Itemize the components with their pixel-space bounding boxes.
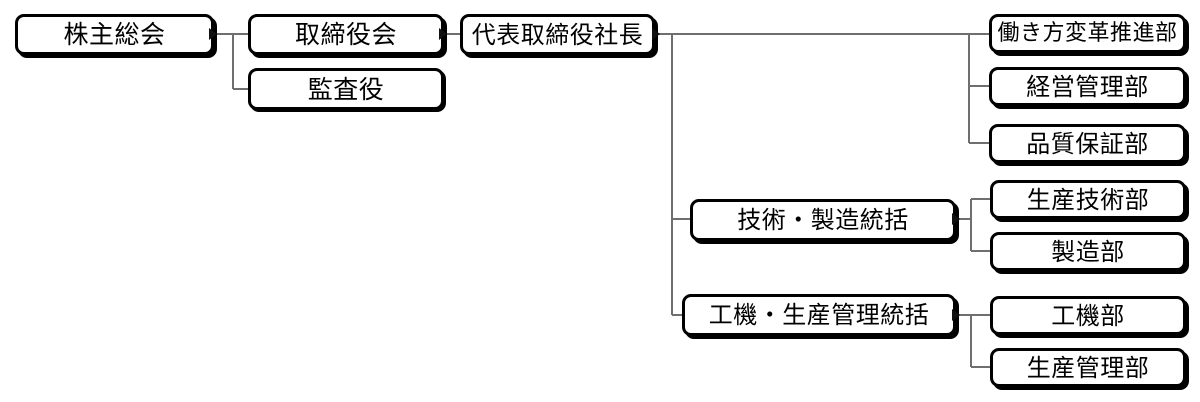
node-work-style-reform-dept[interactable]: 働き方変革推進部: [989, 14, 1186, 53]
node-tech-manufacturing-division[interactable]: 技術・製造統括: [690, 199, 956, 241]
connector-arrow-board: [439, 28, 447, 40]
node-production-engineering-dept[interactable]: 生産技術部: [990, 180, 1186, 219]
node-shareholders-meeting[interactable]: 株主総会: [15, 14, 214, 55]
node-manufacturing-dept[interactable]: 製造部: [990, 232, 1186, 271]
node-machinery-dept[interactable]: 工機部: [990, 296, 1186, 335]
node-label: 株主総会: [63, 20, 166, 49]
connector-arrow-president: [652, 28, 660, 40]
connector-arrow-tech-mfg: [952, 213, 960, 225]
node-label: 技術・製造統括: [737, 206, 909, 234]
node-label: 工機部: [1051, 301, 1125, 330]
node-machinery-production-control-division[interactable]: 工機・生産管理統括: [682, 294, 956, 336]
node-president[interactable]: 代表取締役社長: [460, 14, 655, 55]
node-label: 生産管理部: [1026, 353, 1150, 382]
connector-arrow-shareholders: [209, 28, 217, 40]
node-production-control-dept[interactable]: 生産管理部: [990, 348, 1186, 387]
node-quality-assurance-dept[interactable]: 品質保証部: [989, 124, 1186, 163]
node-label: 工機・生産管理統括: [708, 301, 930, 329]
node-label: 製造部: [1051, 237, 1125, 266]
node-label: 品質保証部: [1026, 129, 1149, 158]
node-label: 取締役会: [294, 20, 397, 49]
node-label: 生産技術部: [1026, 185, 1150, 214]
node-auditor[interactable]: 監査役: [248, 68, 444, 110]
node-management-planning-dept[interactable]: 経営管理部: [989, 67, 1186, 106]
node-label: 監査役: [307, 74, 385, 104]
node-label: 代表取締役社長: [471, 20, 644, 49]
node-label: 経営管理部: [1026, 72, 1149, 101]
connector-arrow-machinery-pc: [952, 309, 960, 321]
node-board-of-directors[interactable]: 取締役会: [248, 14, 444, 55]
node-label: 働き方変革推進部: [997, 20, 1178, 46]
